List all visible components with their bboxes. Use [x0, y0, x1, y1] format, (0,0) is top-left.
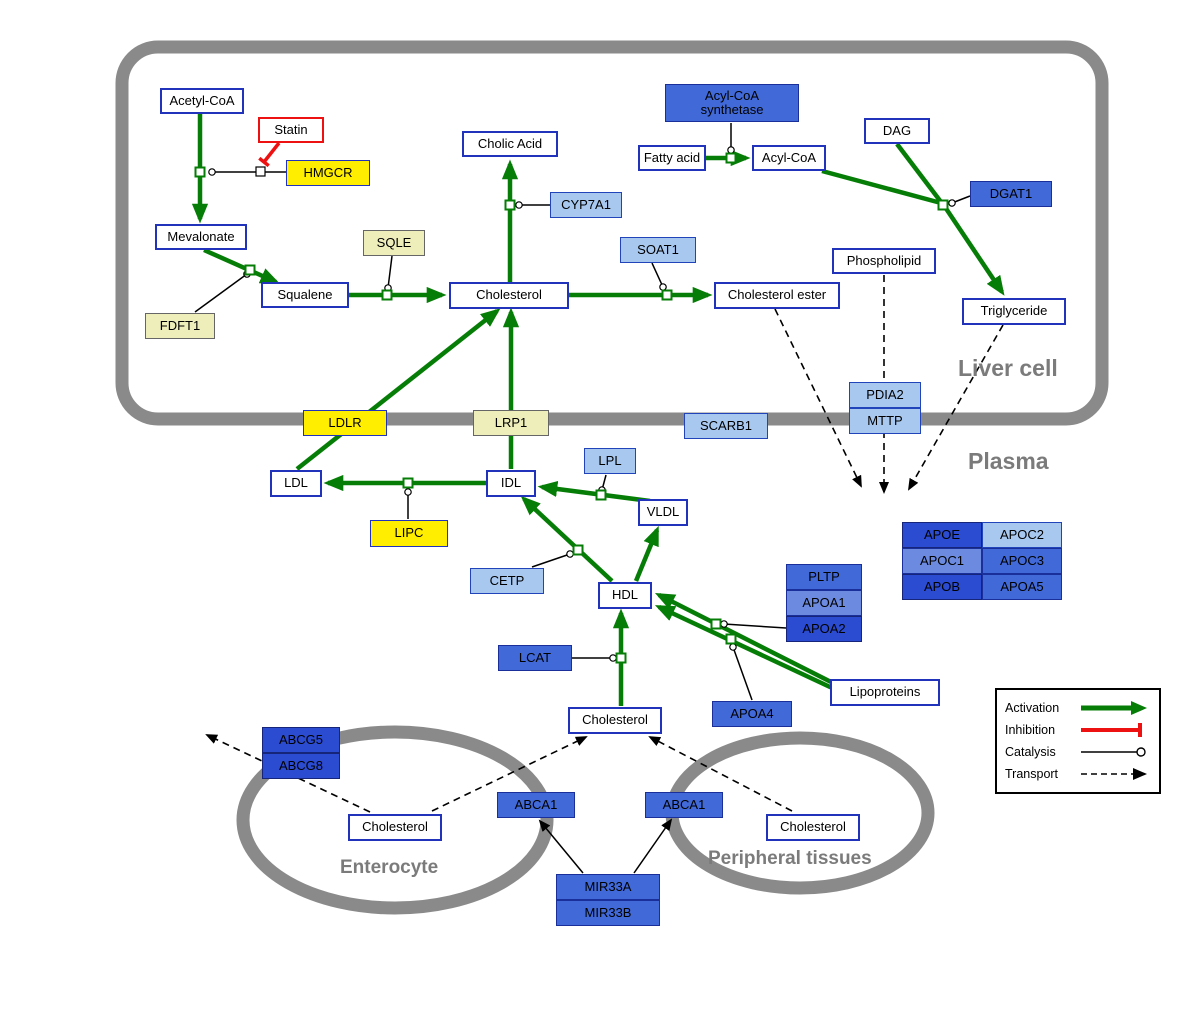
node-apoa1[interactable]: APOA1 — [786, 590, 862, 616]
node-triglyceride[interactable]: Triglyceride — [962, 298, 1066, 325]
edge-lpl-catalysis — [598, 474, 607, 494]
node-soat1[interactable]: SOAT1 — [620, 237, 696, 263]
liver-cell-membrane — [115, 40, 1109, 426]
legend-row-activation: Activation — [1005, 697, 1151, 718]
node-hmgcr[interactable]: HMGCR — [286, 160, 370, 186]
legend: Activation Inhibition Catalysis Transpor… — [995, 688, 1161, 794]
node-acyl-coa-synthetase[interactable]: Acyl-CoA synthetase — [665, 84, 799, 122]
edge-ldl-ldlr-cholesterol — [295, 308, 501, 471]
node-apoa2[interactable]: APOA2 — [786, 616, 862, 642]
node-cholesterol-plasma[interactable]: Cholesterol — [568, 707, 662, 734]
edge-statin-inhibits-hmgcr — [258, 141, 281, 168]
node-pdia2[interactable]: PDIA2 — [849, 382, 921, 408]
node-scarb1[interactable]: SCARB1 — [684, 413, 768, 439]
node-phospholipid[interactable]: Phospholipid — [832, 248, 936, 274]
edge-apoa4-catalysis — [729, 643, 753, 701]
node-mir33a[interactable]: MIR33A — [556, 874, 660, 900]
node-abca1-enterocyte[interactable]: ABCA1 — [497, 792, 575, 818]
node-cholesterol-liver[interactable]: Cholesterol — [449, 282, 569, 309]
node-apoe[interactable]: APOE — [902, 522, 982, 548]
edge-cetp-catalysis — [531, 550, 574, 568]
node-pltp[interactable]: PLTP — [786, 564, 862, 590]
edge-peripheral-cholesterol-to-plasma — [648, 736, 793, 812]
inhibition-target-node — [255, 166, 266, 177]
node-cyp7a1[interactable]: CYP7A1 — [550, 192, 622, 218]
junction-nodes — [194, 152, 949, 664]
peripheral-tissues-label: Peripheral tissues — [708, 848, 872, 869]
node-cholesterol-ester[interactable]: Cholesterol ester — [714, 282, 840, 309]
legend-transport-label: Transport — [1005, 767, 1059, 782]
edge-apoa-stack-catalysis — [720, 620, 787, 629]
node-lpl[interactable]: LPL — [584, 448, 636, 474]
node-acetyl-coa[interactable]: Acetyl-CoA — [160, 88, 244, 114]
node-dag[interactable]: DAG — [864, 118, 930, 144]
liver-cell-label: Liver cell — [958, 355, 1058, 381]
node-sqle[interactable]: SQLE — [363, 230, 425, 256]
edge-enterocyte-cholesterol-to-plasma — [431, 736, 588, 812]
legend-inhibition-label: Inhibition — [1005, 722, 1056, 737]
transport-arrow-icon — [1081, 768, 1147, 781]
inhibition-bar-icon — [1081, 722, 1142, 737]
node-squalene[interactable]: Squalene — [261, 282, 349, 308]
enterocyte-label: Enterocyte — [340, 857, 439, 878]
node-apob[interactable]: APOB — [902, 574, 982, 600]
edge-triglyceride-plasma-transport — [908, 324, 1004, 491]
node-abca1-peripheral[interactable]: ABCA1 — [645, 792, 723, 818]
edge-dag-junction — [895, 142, 943, 204]
node-apoa5[interactable]: APOA5 — [982, 574, 1062, 600]
edge-lipoproteins-hdl-lower — [654, 604, 846, 697]
legend-catalysis-label: Catalysis — [1005, 745, 1056, 760]
node-lrp1[interactable]: LRP1 — [473, 410, 549, 436]
edge-mevalonate-squalene — [203, 247, 281, 285]
edge-cholesterolester-plasma-transport — [774, 308, 862, 488]
plasma-label: Plasma — [968, 448, 1049, 474]
edge-sqle-catalysis — [384, 255, 393, 292]
legend-row-catalysis: Catalysis — [1005, 742, 1151, 763]
edge-fdft1-catalysis — [194, 270, 251, 313]
edge-dgat1-catalysis — [948, 195, 971, 207]
edge-hdl-vldl — [633, 525, 660, 582]
edge-junction-triglyceride — [943, 205, 1005, 296]
node-lipc[interactable]: LIPC — [370, 520, 448, 547]
node-ldl[interactable]: LDL — [270, 470, 322, 497]
node-fdft1[interactable]: FDFT1 — [145, 313, 215, 339]
node-ldlr[interactable]: LDLR — [303, 410, 387, 436]
edge-soat1-catalysis — [651, 262, 667, 291]
node-abcg8[interactable]: ABCG8 — [262, 753, 340, 779]
node-vldl[interactable]: VLDL — [638, 499, 688, 526]
node-idl[interactable]: IDL — [486, 470, 536, 497]
edge-mir33-abca1-left — [538, 819, 584, 874]
edge-acylcoa-junction — [821, 168, 942, 206]
node-lipoproteins[interactable]: Lipoproteins — [830, 679, 940, 706]
legend-activation-label: Activation — [1005, 700, 1060, 715]
edge-lipoproteins-hdl-upper — [654, 592, 835, 686]
legend-row-transport: Transport — [1005, 764, 1151, 785]
node-apoa4[interactable]: APOA4 — [712, 701, 792, 727]
node-cholesterol-enterocyte[interactable]: Cholesterol — [348, 814, 442, 841]
node-mttp[interactable]: MTTP — [849, 408, 921, 434]
node-cetp[interactable]: CETP — [470, 568, 544, 594]
node-statin[interactable]: Statin — [258, 117, 324, 143]
node-apoc1[interactable]: APOC1 — [902, 548, 982, 574]
edge-hdl-idl — [520, 495, 614, 583]
activation-arrow-icon — [1081, 700, 1147, 715]
node-mir33b[interactable]: MIR33B — [556, 900, 660, 926]
node-apoc3[interactable]: APOC3 — [982, 548, 1062, 574]
node-lcat[interactable]: LCAT — [498, 645, 572, 671]
legend-row-inhibition: Inhibition — [1005, 719, 1151, 740]
node-mevalonate[interactable]: Mevalonate — [155, 224, 247, 250]
node-fatty-acid[interactable]: Fatty acid — [638, 145, 706, 171]
catalysis-circle-icon — [1081, 747, 1146, 757]
node-cholic-acid[interactable]: Cholic Acid — [462, 131, 558, 157]
node-cholesterol-peripheral[interactable]: Cholesterol — [766, 814, 860, 841]
node-hdl[interactable]: HDL — [598, 582, 652, 609]
node-abcg5[interactable]: ABCG5 — [262, 727, 340, 753]
node-apoc2[interactable]: APOC2 — [982, 522, 1062, 548]
edge-mir33-abca1-right — [633, 818, 673, 874]
node-dgat1[interactable]: DGAT1 — [970, 181, 1052, 207]
node-acyl-coa[interactable]: Acyl-CoA — [752, 145, 826, 171]
